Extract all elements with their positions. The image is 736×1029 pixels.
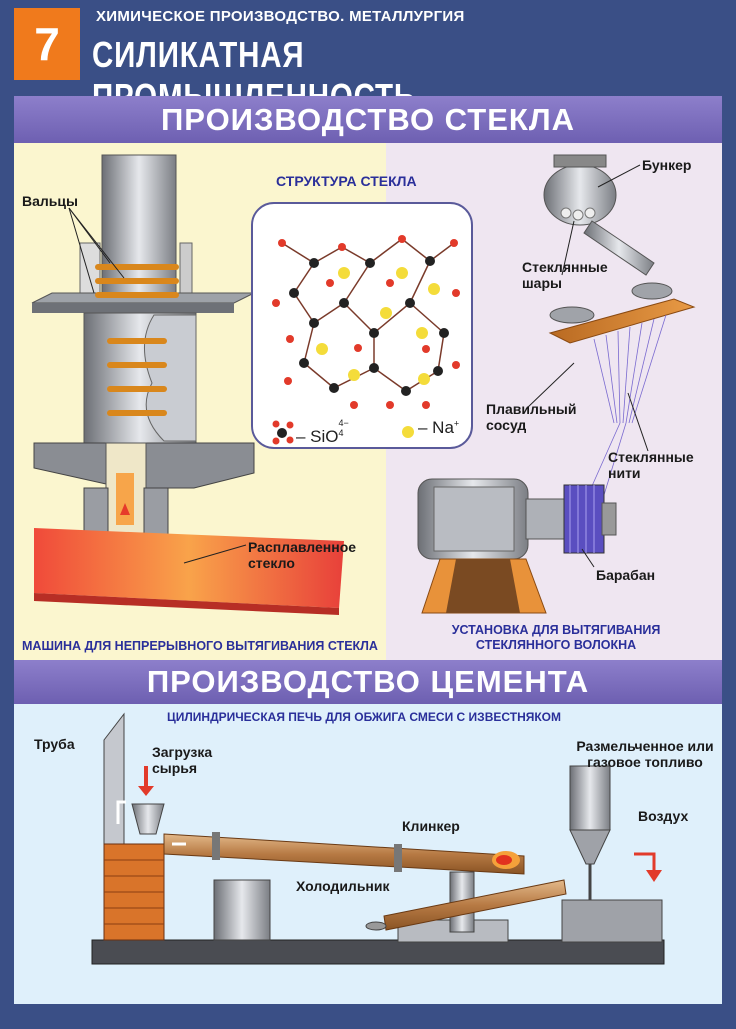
caption-glass-machine: МАШИНА ДЛЯ НЕПРЕРЫВНОГО ВЫТЯГИВАНИЯ СТЕК… [22, 639, 378, 653]
label-pipe: Труба [34, 736, 75, 752]
glass-fiber-setup [417, 154, 696, 614]
cement-kiln-illustration [91, 712, 665, 965]
caption-cement-kiln: ЦИЛИНДРИЧЕСКАЯ ПЕЧЬ ДЛЯ ОБЖИГА СМЕСИ С И… [166, 710, 562, 724]
label-molten-glass: Расплавленное стекло [248, 539, 357, 571]
poster-number: 7 [14, 8, 80, 80]
label-melting-vessel: Плавильный сосуд [486, 401, 577, 433]
cement-panel: ЦИЛИНДРИЧЕСКАЯ ПЕЧЬ ДЛЯ ОБЖИГА СМЕСИ С И… [14, 704, 722, 1004]
label-glass-balls: Стеклянные шары [522, 259, 608, 291]
label-clinker: Клинкер [402, 818, 460, 834]
legend-na-charge: + [453, 418, 460, 429]
caption-fiber-setup: УСТАНОВКА ДЛЯ ВЫТЯГИВАНИЯ СТЕКЛЯННОГО ВО… [451, 623, 661, 652]
glass-panel: Вальцы Расплавленное стекло СТРУКТУРА СТ… [14, 143, 722, 660]
legend-sio-text: – SiO [296, 427, 339, 446]
label-fuel: Размельченное или газовое топливо [576, 738, 714, 770]
legend-na-icon [402, 426, 414, 438]
glass-drawing-machine [31, 154, 344, 615]
poster-subtitle: ХИМИЧЕСКОЕ ПРОИЗВОДСТВО. МЕТАЛЛУРГИЯ [96, 8, 465, 25]
label-rollers: Вальцы [22, 193, 78, 209]
glass-structure-diagram [251, 202, 473, 449]
structure-title: СТРУКТУРА СТЕКЛА [276, 173, 417, 189]
label-drum: Барабан [596, 567, 656, 583]
label-cooler: Холодильник [296, 878, 390, 894]
glass-illustrations [31, 154, 696, 615]
legend-sio-icon [272, 420, 294, 445]
legend-sio-charge: 4− [338, 418, 349, 428]
legend-na-text: – Na [418, 418, 454, 437]
label-air: Воздух [638, 808, 689, 824]
label-raw-loading: Загрузка сырья [152, 744, 213, 776]
cement-section-heading: ПРОИЗВОДСТВО ЦЕМЕНТА [14, 660, 722, 704]
glass-section-heading: ПРОИЗВОДСТВО СТЕКЛА [14, 96, 722, 144]
legend-na: – Na+ [418, 418, 459, 438]
legend-sio-index: 4 [338, 428, 344, 438]
label-bunker: Бункер [642, 157, 692, 173]
label-glass-threads: Стеклянные нити [608, 449, 694, 481]
